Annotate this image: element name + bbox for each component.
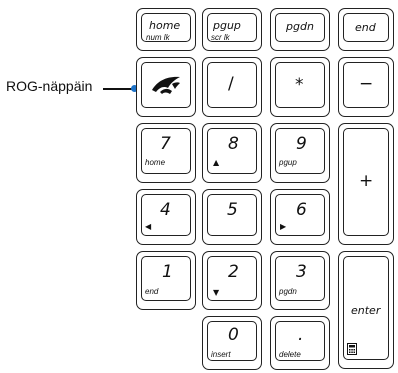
up-arrow-icon: ▲	[213, 158, 220, 167]
key-numpad-4[interactable]: 4 ◀	[136, 189, 196, 245]
key-7-label: 7	[160, 134, 171, 154]
key-pgdn-label: pgdn	[286, 20, 314, 33]
key-numpad-minus[interactable]: −	[338, 57, 394, 117]
key-7-sublabel: home	[145, 158, 166, 167]
key-home-numlock[interactable]: home num lk	[136, 8, 196, 51]
key-3-sublabel: pgdn	[279, 287, 297, 296]
key-0-label: 0	[228, 325, 239, 345]
key-numpad-decimal[interactable]: . delete	[270, 316, 330, 370]
key-pgup-scrolllock[interactable]: pgup scr lk	[202, 8, 262, 51]
down-arrow-icon: ▼	[213, 288, 220, 297]
key-numpad-6[interactable]: 6 ▶	[270, 189, 330, 245]
key-9-label: 9	[296, 134, 307, 154]
callout-dot	[131, 85, 138, 92]
key-end[interactable]: end	[338, 8, 394, 51]
key-numpad-plus[interactable]: +	[338, 123, 394, 245]
key-home-label: home	[149, 19, 181, 32]
key-multiply-label: *	[295, 75, 304, 95]
key-numpad-0[interactable]: 0 insert	[202, 316, 262, 370]
key-numpad-1[interactable]: 1 end	[136, 251, 196, 310]
key-end-label: end	[355, 21, 376, 34]
key-minus-label: −	[359, 74, 374, 94]
key-numpad-multiply[interactable]: *	[270, 57, 330, 117]
key-enter-label: enter	[351, 304, 381, 317]
left-arrow-icon: ◀	[145, 222, 152, 231]
key-numpad-9[interactable]: 9 pgup	[270, 123, 330, 183]
key-1-sublabel: end	[145, 287, 159, 296]
key-rog[interactable]	[136, 57, 196, 117]
key-numpad-2[interactable]: 2 ▼	[202, 251, 262, 310]
callout-leader-line	[103, 88, 133, 90]
key-pgup-label: pgup	[213, 19, 241, 32]
key-decimal-sublabel: delete	[279, 350, 301, 359]
key-plus-label: +	[359, 171, 374, 191]
key-numpad-8[interactable]: 8 ▲	[202, 123, 262, 183]
key-0-sublabel: insert	[211, 350, 231, 359]
key-6-label: 6	[296, 200, 307, 220]
key-decimal-label: .	[298, 325, 304, 345]
rog-key-callout-label: ROG-näppäin	[6, 78, 93, 94]
key-9-sublabel: pgup	[279, 158, 297, 167]
key-5-label: 5	[227, 200, 238, 220]
right-arrow-icon: ▶	[280, 222, 287, 231]
key-8-label: 8	[228, 134, 239, 154]
key-pgdn[interactable]: pgdn	[270, 8, 330, 51]
key-pgup-sublabel: scr lk	[211, 33, 230, 42]
key-numpad-divide[interactable]: /	[202, 57, 262, 117]
key-4-label: 4	[160, 200, 171, 220]
key-divide-label: /	[228, 74, 234, 94]
key-numpad-enter[interactable]: enter	[338, 251, 394, 369]
calculator-icon	[347, 343, 357, 355]
rog-logo-icon	[152, 76, 180, 94]
key-home-sublabel: num lk	[146, 33, 170, 42]
key-numpad-5[interactable]: 5	[202, 189, 262, 245]
key-numpad-3[interactable]: 3 pgdn	[270, 251, 330, 310]
key-3-label: 3	[296, 262, 307, 282]
key-1-label: 1	[162, 262, 173, 282]
key-2-label: 2	[228, 262, 239, 282]
key-numpad-7[interactable]: 7 home	[136, 123, 196, 183]
